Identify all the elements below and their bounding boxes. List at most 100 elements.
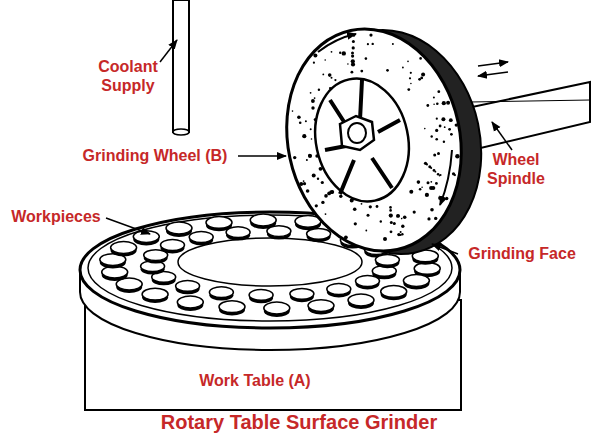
abrasive-grain bbox=[339, 195, 342, 198]
abrasive-grain bbox=[352, 46, 355, 49]
abrasive-grain bbox=[448, 128, 451, 131]
abrasive-grain bbox=[425, 193, 429, 197]
abrasive-grain bbox=[328, 73, 332, 77]
abrasive-grain bbox=[310, 92, 312, 94]
abrasive-grain bbox=[410, 72, 412, 74]
abrasive-grain bbox=[397, 215, 400, 218]
pipe-end bbox=[173, 129, 189, 135]
abrasive-grain bbox=[389, 214, 393, 218]
rotation-arrow bbox=[318, 34, 356, 52]
abrasive-grain bbox=[351, 55, 354, 58]
abrasive-grain bbox=[401, 233, 403, 235]
abrasive-grain bbox=[325, 213, 327, 215]
abrasive-grain bbox=[351, 52, 354, 55]
abrasive-grain bbox=[302, 134, 306, 138]
abrasive-grain bbox=[367, 214, 370, 217]
workpiece bbox=[356, 276, 380, 287]
workpiece bbox=[348, 294, 374, 306]
abrasive-grain bbox=[407, 61, 409, 63]
abrasive-grain bbox=[380, 220, 382, 222]
abrasive-grain bbox=[442, 101, 446, 105]
abrasive-grain bbox=[403, 215, 407, 219]
abrasive-grain bbox=[386, 69, 389, 72]
workpiece bbox=[264, 302, 290, 314]
abrasive-grain bbox=[365, 230, 367, 232]
abrasive-grain bbox=[424, 128, 426, 130]
abrasive-grain bbox=[430, 181, 432, 183]
abrasive-grain bbox=[417, 180, 421, 184]
abrasive-grain bbox=[369, 34, 372, 37]
abrasive-grain bbox=[410, 83, 412, 85]
abrasive-grain bbox=[402, 67, 404, 69]
abrasive-grain bbox=[396, 214, 400, 218]
workpiece bbox=[161, 240, 185, 251]
abrasive-grain bbox=[353, 208, 357, 212]
feed-arrow bbox=[478, 72, 508, 76]
workpiece bbox=[381, 286, 407, 298]
abrasive-grain bbox=[392, 43, 394, 45]
abrasive-grain bbox=[409, 77, 411, 79]
abrasive-grain bbox=[428, 165, 431, 168]
abrasive-grain bbox=[312, 173, 316, 177]
abrasive-grain bbox=[431, 135, 433, 137]
leader-arrow bbox=[492, 122, 512, 150]
abrasive-grain bbox=[292, 110, 294, 112]
abrasive-grain bbox=[361, 203, 363, 205]
abrasive-grain bbox=[383, 237, 387, 241]
abrasive-grain bbox=[344, 235, 348, 239]
abrasive-grain bbox=[324, 194, 328, 198]
abrasive-grain bbox=[342, 51, 346, 55]
abrasive-grain bbox=[315, 204, 318, 207]
abrasive-grain bbox=[334, 79, 336, 81]
abrasive-grain bbox=[297, 115, 301, 119]
abrasive-grain bbox=[322, 74, 324, 76]
abrasive-grain bbox=[435, 182, 438, 185]
workpiece bbox=[111, 242, 137, 254]
abrasive-grain bbox=[306, 189, 310, 193]
abrasive-grain bbox=[421, 186, 423, 188]
coolant-pipe bbox=[173, 0, 189, 132]
abrasive-grain bbox=[437, 90, 440, 93]
abrasive-grain bbox=[311, 138, 313, 140]
abrasive-grain bbox=[303, 182, 306, 185]
abrasive-grain bbox=[407, 88, 410, 91]
abrasive-grain bbox=[439, 174, 441, 176]
abrasive-grain bbox=[314, 97, 316, 99]
abrasive-grain bbox=[331, 51, 333, 53]
abrasive-grain bbox=[455, 123, 458, 126]
leader-arrow bbox=[106, 218, 150, 234]
part-label: Coolant Supply bbox=[88, 57, 168, 95]
abrasive-grain bbox=[433, 104, 435, 106]
abrasive-grain bbox=[435, 129, 438, 132]
wheel-hub bbox=[304, 70, 420, 210]
abrasive-grain bbox=[347, 63, 349, 65]
diagram-title: Rotary Table Surface Grinder bbox=[0, 410, 598, 434]
abrasive-grain bbox=[429, 186, 433, 190]
abrasive-grain bbox=[299, 122, 302, 125]
feed-arrow bbox=[478, 62, 508, 66]
abrasive-speckle bbox=[292, 34, 460, 241]
abrasive-grain bbox=[421, 73, 425, 77]
abrasive-grain bbox=[419, 188, 422, 191]
abrasive-grain bbox=[419, 57, 422, 60]
abrasive-grain bbox=[351, 59, 355, 63]
table-center bbox=[178, 238, 362, 286]
abrasive-grain bbox=[409, 190, 413, 194]
abrasive-grain bbox=[321, 201, 324, 204]
abrasive-grain bbox=[389, 206, 392, 209]
workpiece bbox=[249, 290, 273, 301]
abrasive-grain bbox=[308, 154, 312, 158]
part-label: Grinding Face bbox=[452, 244, 592, 263]
abrasive-grain bbox=[445, 197, 448, 200]
abrasive-grain bbox=[455, 154, 459, 158]
abrasive-grain bbox=[372, 43, 374, 45]
abrasive-grain bbox=[450, 133, 453, 136]
rotation-arrow bbox=[440, 150, 452, 205]
abrasive-grain bbox=[317, 178, 319, 180]
abrasive-grain bbox=[439, 175, 441, 177]
part-label: Work Table (A) bbox=[180, 371, 330, 390]
abrasive-grain bbox=[367, 43, 369, 45]
workpiece bbox=[176, 281, 200, 292]
workpiece bbox=[267, 226, 291, 237]
